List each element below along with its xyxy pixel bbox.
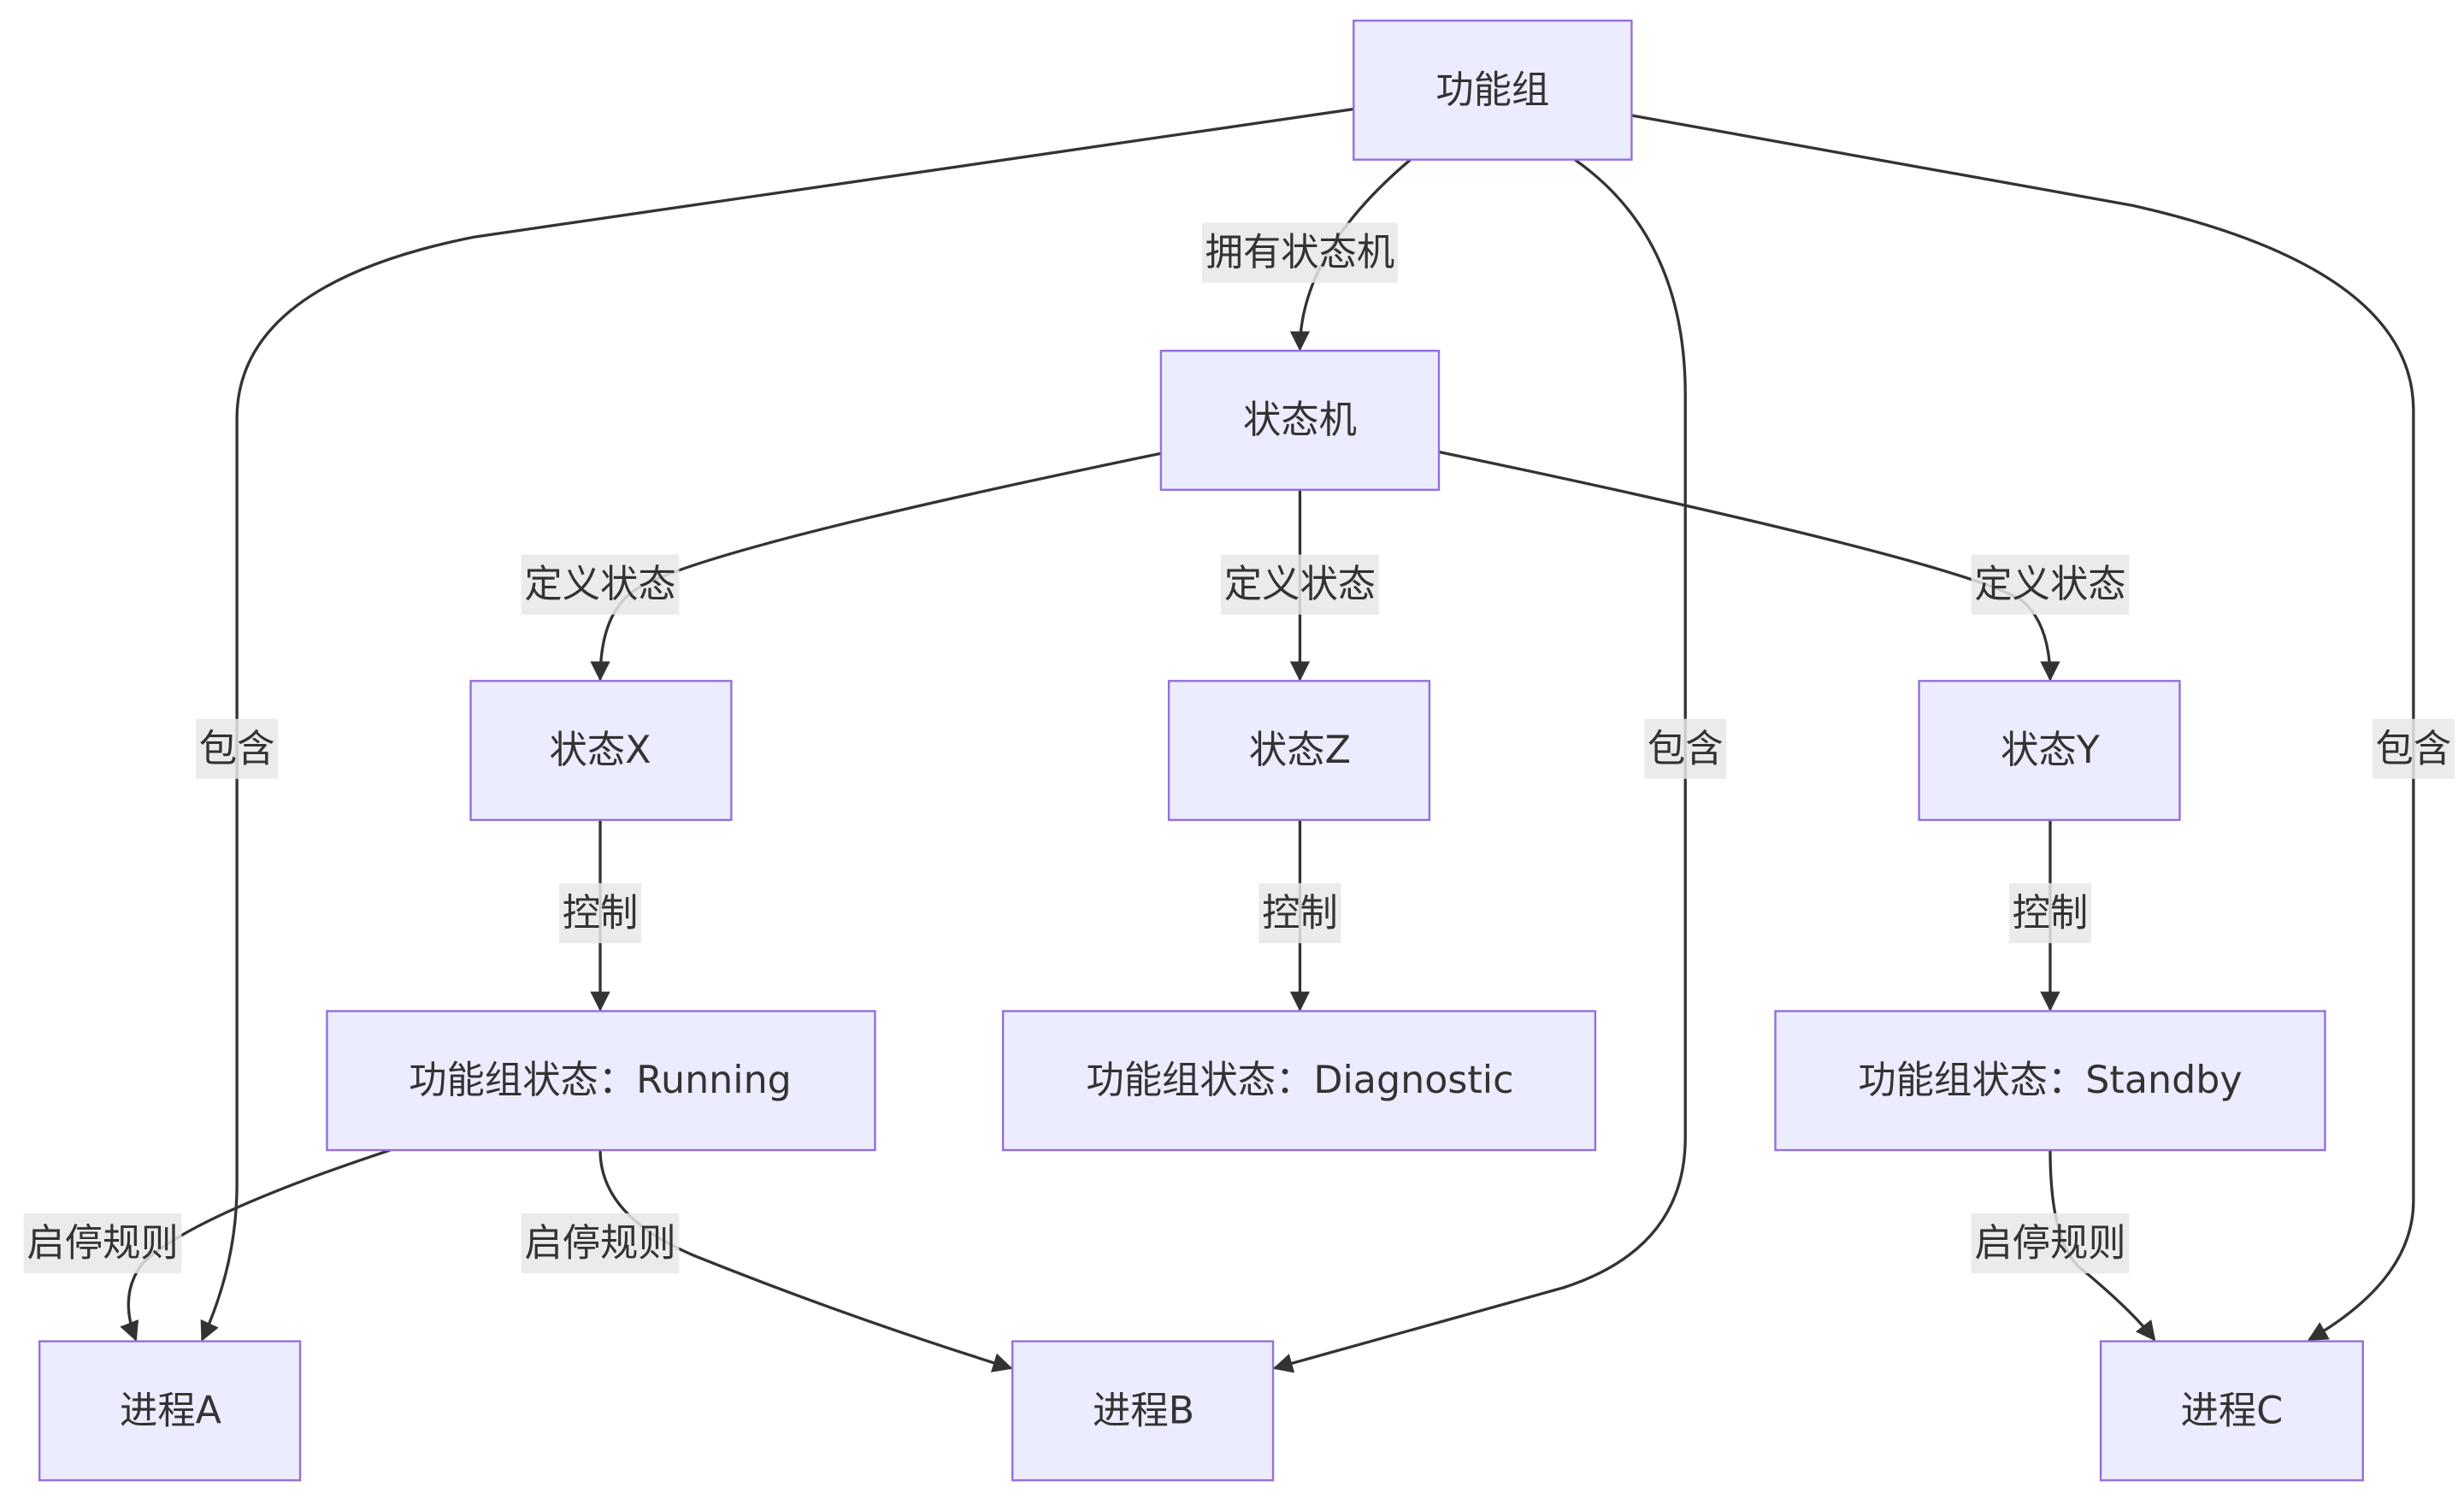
edge-label-text: 定义状态 (1224, 563, 1376, 606)
edge-label: 定义状态 (521, 554, 680, 615)
edge-label-background (196, 718, 279, 779)
node-process-a[interactable]: 进程A (38, 1340, 302, 1482)
edge-label-background (1201, 222, 1398, 283)
node-state-z[interactable]: 状态Z (1167, 680, 1431, 822)
edge-label: 控制 (2008, 882, 2092, 944)
edge-label: 包含 (1644, 718, 1727, 779)
node-function-group[interactable]: 功能组 (1353, 19, 1633, 161)
node-label: 功能组状态：Standby (1858, 1059, 2242, 1102)
node-label: 状态X (550, 729, 651, 772)
edge-label-background (558, 882, 642, 944)
node-state-running[interactable]: 功能组状态：Running (326, 1010, 876, 1152)
edge-label-background (1259, 882, 1341, 944)
node-label: 状态Z (1249, 729, 1351, 772)
edge-label: 拥有状态机 (1201, 222, 1398, 283)
edge-label-background (521, 554, 680, 615)
edge-label-text: 包含 (199, 727, 275, 770)
edge-label-background (1971, 554, 2130, 615)
edge-label-background (2372, 718, 2455, 779)
edge-label-text: 启停规则 (524, 1222, 675, 1266)
edge-label-text: 拥有状态机 (1205, 231, 1395, 274)
node-label: 进程B (1093, 1389, 1194, 1432)
edge-label-background (1644, 718, 1727, 779)
edge-label-text: 启停规则 (1974, 1222, 2125, 1266)
node-state-machine[interactable]: 状态机 (1159, 350, 1441, 491)
node-state-y[interactable]: 状态Y (1918, 680, 2181, 822)
edge-label-text: 定义状态 (1974, 563, 2125, 606)
nodes: 功能组 状态机 状态X 状态Z 状态Y 功能组状态：Running 功能组状态：… (38, 19, 2364, 1482)
edge-sm-to-state-y (1438, 450, 2060, 682)
edge-label: 控制 (558, 882, 642, 944)
edge-label: 启停规则 (23, 1213, 182, 1274)
node-state-standby[interactable]: 功能组状态：Standby (1774, 1010, 2326, 1152)
edge-group-to-process-b (1272, 158, 1687, 1373)
node-label: 进程A (120, 1389, 221, 1432)
edge-labels: 包含 拥有状态机 包含 包含 定义状态 定义状态 定义状态 控制 控制 控制 启… (23, 222, 2455, 1274)
edge-label: 定义状态 (1221, 554, 1379, 615)
edge-label: 控制 (1259, 882, 1341, 944)
edge-label: 启停规则 (521, 1213, 680, 1274)
edge-group-to-process-a (200, 107, 1354, 1342)
node-state-x[interactable]: 状态X (469, 680, 733, 822)
node-label: 进程C (2181, 1389, 2284, 1432)
edge-running-to-process-b (598, 1150, 1013, 1372)
edge-label: 定义状态 (1971, 554, 2130, 615)
edge-label: 启停规则 (1971, 1213, 2130, 1274)
node-state-diagnostic[interactable]: 功能组状态：Diagnostic (1001, 1010, 1597, 1152)
edge-label-background (23, 1213, 182, 1274)
edge-label-text: 控制 (1262, 891, 1338, 935)
node-label: 功能组状态：Running (409, 1059, 792, 1102)
edge-label-text: 控制 (2013, 891, 2089, 935)
edge-label-background (521, 1213, 680, 1274)
edge-label-background (2008, 882, 2092, 944)
edge-label: 包含 (196, 718, 279, 779)
node-label: 状态机 (1243, 398, 1357, 442)
edge-label-text: 包含 (2376, 727, 2452, 770)
node-label: 状态Y (2001, 729, 2101, 772)
edge-group-to-process-c (1631, 114, 2415, 1342)
node-label: 功能组状态：Diagnostic (1086, 1059, 1513, 1102)
edge-label: 包含 (2372, 718, 2455, 779)
node-label: 功能组 (1435, 68, 1549, 112)
edge-label-text: 定义状态 (524, 563, 675, 606)
edge-label-text: 启停规则 (27, 1222, 178, 1266)
edge-label-background (1221, 554, 1379, 615)
edge-label-text: 控制 (563, 891, 639, 935)
edge-sm-to-state-x (590, 451, 1162, 682)
node-process-b[interactable]: 进程B (1011, 1340, 1275, 1482)
edge-label-background (1971, 1213, 2130, 1274)
node-process-c[interactable]: 进程C (2099, 1340, 2364, 1482)
edge-label-text: 包含 (1648, 727, 1724, 770)
